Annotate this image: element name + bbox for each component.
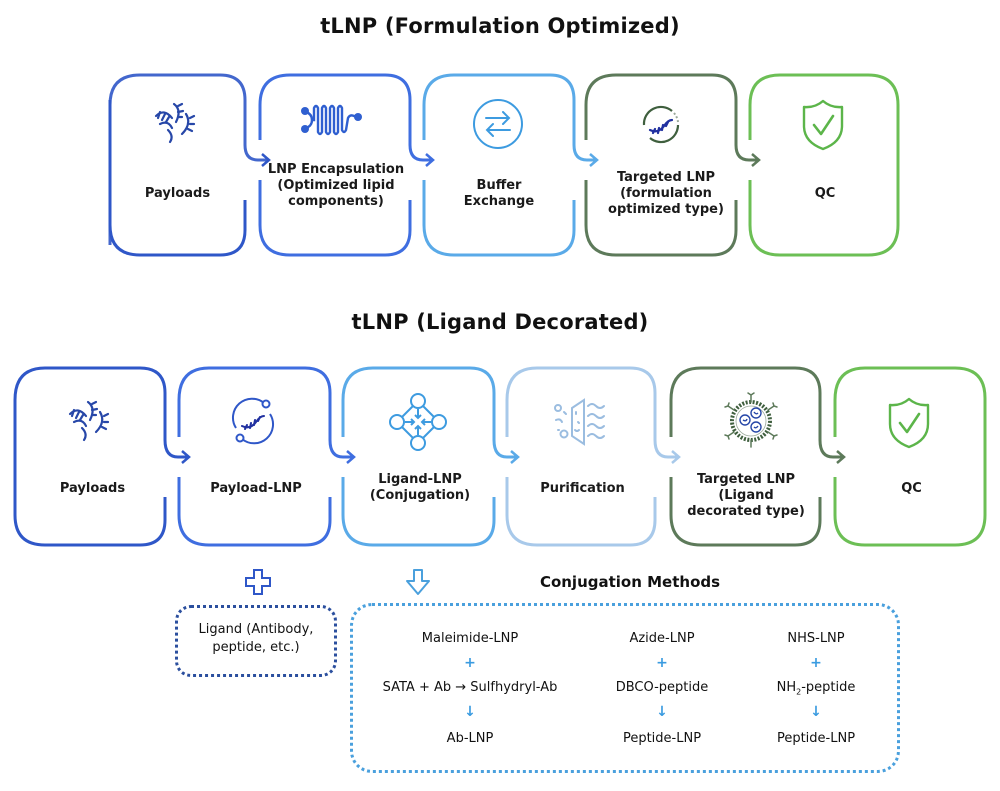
method-3-partner-subscript: 2: [796, 687, 802, 697]
stage-frame-formulation-4: [584, 73, 761, 257]
ligand-label-line1: Ligand (Antibody,: [198, 622, 314, 637]
section-title-ligand: tLNP (Ligand Decorated): [351, 310, 649, 334]
stage-label-payload-lnp: Payload-LNP: [210, 481, 302, 496]
conjugation-methods-box: [350, 603, 900, 773]
method-3-reactant: NHS-LNP: [787, 631, 845, 646]
stage-frame-ligand-3: [341, 366, 520, 547]
method-2-plus: +: [656, 655, 668, 671]
stage-label-purification: Purification: [540, 481, 625, 496]
stage-frame-formulation-1: [108, 73, 271, 257]
shield-check-icon: [888, 397, 930, 449]
method-1-arrow: ↓: [464, 704, 476, 720]
stage-frame-ligand-6: [833, 366, 987, 547]
stage-frame-ligand-2: [177, 366, 356, 547]
filter-membrane-icon: [554, 398, 605, 446]
stage-label-buffer-exchange: Buffer Exchange: [463, 178, 535, 209]
exchange-arrows-icon: [473, 99, 523, 149]
stage-label-qc-formulation: QC: [814, 186, 836, 201]
method-3-arrow: ↓: [810, 704, 822, 720]
shield-check-icon: [802, 99, 844, 151]
stage-label-payloads: Payloads: [144, 186, 211, 201]
method-3-partner-suffix: -peptide: [801, 680, 856, 695]
targeted-rna-circle-icon: [642, 105, 680, 144]
stage-label-ligand-lnp-conjugation: Ligand-LNP (Conjugation): [369, 472, 471, 503]
rna-cycle-icon: [231, 397, 275, 445]
method-1-product: Ab-LNP: [446, 731, 494, 746]
method-3-partner-prefix: NH: [776, 680, 797, 695]
stage-frame-formulation-3: [422, 73, 599, 257]
dna-strands-icon: [154, 102, 196, 144]
stage-label-payloads-ligand: Payloads: [59, 481, 126, 496]
method-3-plus: +: [810, 655, 822, 671]
method-1-plus: +: [464, 655, 476, 671]
decorated-lnp-icon: [724, 392, 778, 448]
method-2-partner: DBCO-peptide: [615, 680, 709, 695]
stage-frame-formulation-5: [748, 73, 900, 257]
plus-icon: [245, 569, 271, 595]
ligand-box: [175, 605, 337, 677]
stage-label-lnp-encapsulation: LNP Encapsulation (Optimized lipid compo…: [267, 162, 405, 209]
method-1-partner: SATA + Ab → Sulfhydryl-Ab: [382, 680, 558, 695]
method-3-partner: NH2-peptide: [746, 680, 886, 697]
stage-frame-ligand-4: [505, 366, 681, 547]
ligand-label-line2: peptide, etc.): [212, 640, 300, 655]
method-2-product: Peptide-LNP: [622, 731, 702, 746]
stage-label-targeted-lnp-ligand: Targeted LNP (Ligand decorated type): [687, 472, 805, 519]
stage-frame-ligand-1: [13, 366, 191, 547]
section-title-formulation: tLNP (Formulation Optimized): [320, 14, 680, 38]
lipid-chain-icon: [301, 104, 362, 136]
method-2-arrow: ↓: [656, 704, 668, 720]
method-3-product: Peptide-LNP: [776, 731, 856, 746]
down-arrow-icon: [406, 569, 430, 595]
dna-strands-icon: [68, 400, 110, 442]
method-1-reactant: Maleimide-LNP: [421, 631, 519, 646]
conjugation-methods-title: Conjugation Methods: [539, 573, 721, 591]
stage-label-targeted-lnp-formulation: Targeted LNP (formulation optimized type…: [608, 170, 724, 217]
conjugation-network-icon: [389, 393, 447, 451]
stage-frame-ligand-5: [669, 366, 846, 547]
stage-frame-formulation-2: [258, 73, 435, 257]
method-2-reactant: Azide-LNP: [629, 631, 695, 646]
stage-label-qc-ligand: QC: [901, 481, 922, 496]
